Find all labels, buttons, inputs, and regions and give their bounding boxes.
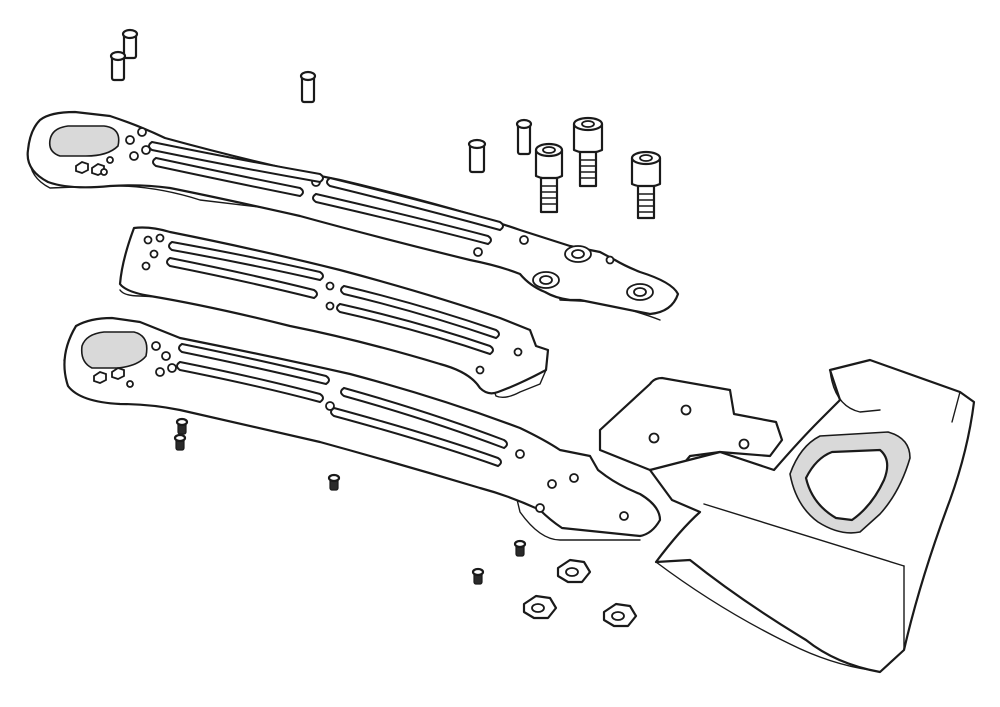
pin-screw-4 — [467, 138, 487, 174]
pin-screw-5 — [515, 118, 533, 156]
socket-cap-screw-2 — [534, 142, 564, 214]
socket-cap-screw-1 — [572, 116, 604, 188]
axe-head — [598, 358, 976, 674]
socket-cap-screw-3 — [630, 150, 662, 220]
handle-liner-middle — [118, 226, 550, 399]
small-pin-4 — [513, 539, 527, 557]
hex-nut-2 — [522, 594, 558, 620]
hex-nut-3 — [602, 602, 638, 628]
small-pin-1 — [175, 417, 189, 435]
handle-scale-top — [26, 110, 680, 321]
small-pin-3 — [327, 473, 341, 491]
small-pin-5 — [471, 567, 485, 585]
small-pin-2 — [173, 433, 187, 451]
handle-scale-bottom — [63, 316, 662, 541]
pin-screw-3 — [299, 70, 317, 104]
pin-screw-1 — [121, 28, 139, 60]
hex-nut-1 — [556, 558, 592, 584]
pin-screw-2 — [109, 50, 127, 82]
